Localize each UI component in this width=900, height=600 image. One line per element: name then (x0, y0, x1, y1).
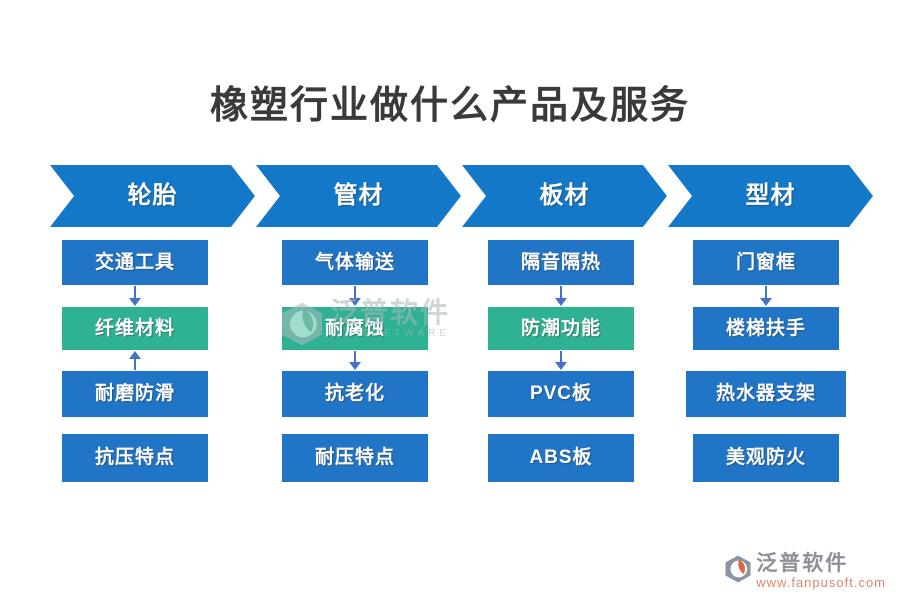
node-box: 美观防火 (693, 434, 839, 482)
node-box: 门窗框 (693, 240, 839, 285)
node-box-highlight: 防潮功能 (488, 307, 634, 350)
column-pipes: 气体输送 耐腐蚀 抗老化 耐压特点 (282, 0, 428, 600)
node-box-highlight: 纤维材料 (62, 307, 208, 350)
site-logo: 泛普软件 www.fanpusoft.com (723, 552, 886, 590)
column-profiles: 门窗框 楼梯扶手 热水器支架 美观防火 (686, 0, 846, 600)
node-box: 耐压特点 (282, 434, 428, 482)
logo-url-text: www.fanpusoft.com (756, 575, 886, 590)
stage-header-label: 板材 (539, 182, 590, 209)
arrow-down-icon (348, 351, 362, 370)
node-box: 热水器支架 (686, 371, 846, 417)
arrow-down-icon (128, 286, 142, 306)
node-box: ABS板 (488, 434, 634, 482)
arrow-down-icon (554, 351, 568, 370)
stage-header-profiles: 型材 (668, 165, 873, 227)
page-title: 橡塑行业做什么产品及服务 (209, 85, 690, 127)
node-box: 抗老化 (282, 371, 428, 417)
logo-brand-text: 泛普软件 (756, 552, 849, 575)
arrow-down-icon (759, 286, 773, 306)
stage-header-pipes: 管材 (256, 165, 461, 227)
node-box: 楼梯扶手 (693, 307, 839, 350)
node-box: 耐磨防滑 (62, 371, 208, 417)
stage-header-tires: 轮胎 (50, 165, 255, 227)
leaf-logo-icon (725, 555, 751, 583)
node-box: 气体输送 (282, 240, 428, 285)
arrow-down-icon (554, 286, 568, 306)
stage-header-label: 轮胎 (127, 182, 178, 209)
stage-header-label: 管材 (333, 182, 384, 209)
node-box: 交通工具 (62, 240, 208, 285)
node-box: PVC板 (488, 371, 634, 417)
node-box: 隔音隔热 (488, 240, 634, 285)
stage-header-sheets: 板材 (462, 165, 667, 227)
column-tires: 交通工具 纤维材料 耐磨防滑 抗压特点 (62, 0, 208, 600)
stage-header-label: 型材 (745, 182, 796, 209)
column-sheets: 隔音隔热 防潮功能 PVC板 ABS板 (488, 0, 634, 600)
arrow-down-icon (348, 286, 362, 306)
node-box-highlight: 耐腐蚀 (282, 307, 428, 350)
arrow-up-icon (128, 351, 142, 370)
node-box: 抗压特点 (62, 434, 208, 482)
